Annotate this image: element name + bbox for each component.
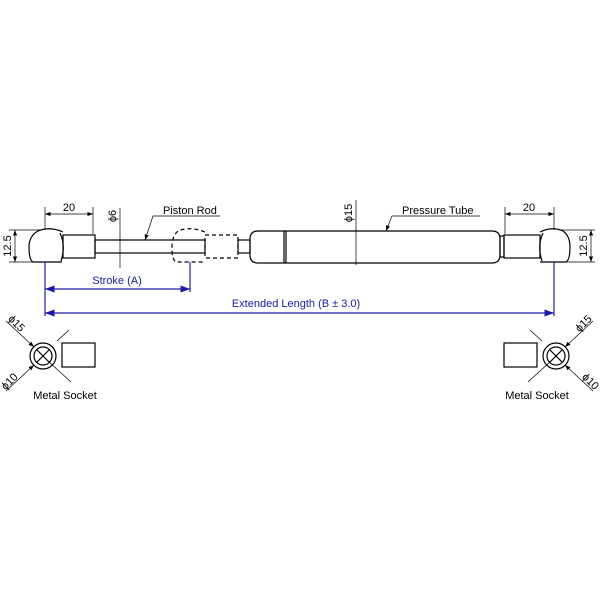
right-socket-outer-diameter: ϕ15 — [573, 313, 595, 335]
left-socket-outer-diameter: ϕ15 — [5, 313, 27, 335]
left-socket-inner-diameter: ϕ10 — [0, 371, 21, 393]
right-metal-socket-label: Metal Socket — [505, 390, 569, 402]
pressure-tube — [249, 230, 501, 264]
extended-length-dimension: Extended Length (B ± 3.0) — [45, 262, 555, 317]
left-end-height: 12.5 — [2, 235, 14, 256]
rod-diameter: ϕ6 — [107, 210, 119, 222]
pressure-tube-callout: Pressure Tube — [385, 205, 480, 232]
right-end-height-dimension: 12.5 — [560, 229, 595, 263]
extended-length-label: Extended Length (B ± 3.0) — [232, 298, 360, 310]
right-socket-detail: ϕ15 ϕ10 Metal Socket — [503, 313, 600, 402]
right-end-length: 20 — [523, 202, 535, 214]
left-end-length: 20 — [63, 202, 75, 214]
stroke-dimension: Stroke (A) — [44, 262, 191, 316]
right-end-height: 12.5 — [578, 235, 590, 256]
rod-diameter-dimension: ϕ6 — [107, 208, 121, 268]
stroke-label: Stroke (A) — [92, 275, 142, 287]
left-ball-socket — [28, 228, 96, 263]
left-end-length-dimension: 20 — [44, 202, 94, 234]
left-socket-detail: ϕ15 ϕ10 Metal Socket — [0, 313, 97, 402]
rod-seal — [237, 239, 251, 254]
tube-diameter-dimension: ϕ15 — [343, 200, 357, 265]
right-ball-socket — [499, 228, 571, 263]
tube-diameter: ϕ15 — [343, 204, 355, 222]
right-socket-inner-diameter: ϕ10 — [579, 371, 600, 393]
right-end-length-dimension: 20 — [504, 202, 555, 234]
piston-rod-callout: Piston Rod — [144, 205, 220, 241]
retracted-position-outline — [171, 228, 239, 263]
piston-rod-label: Piston Rod — [163, 205, 217, 217]
piston-rod — [94, 239, 206, 254]
left-metal-socket-label: Metal Socket — [33, 390, 97, 402]
pressure-tube-label: Pressure Tube — [402, 205, 474, 217]
left-end-height-dimension: 12.5 — [2, 229, 40, 263]
